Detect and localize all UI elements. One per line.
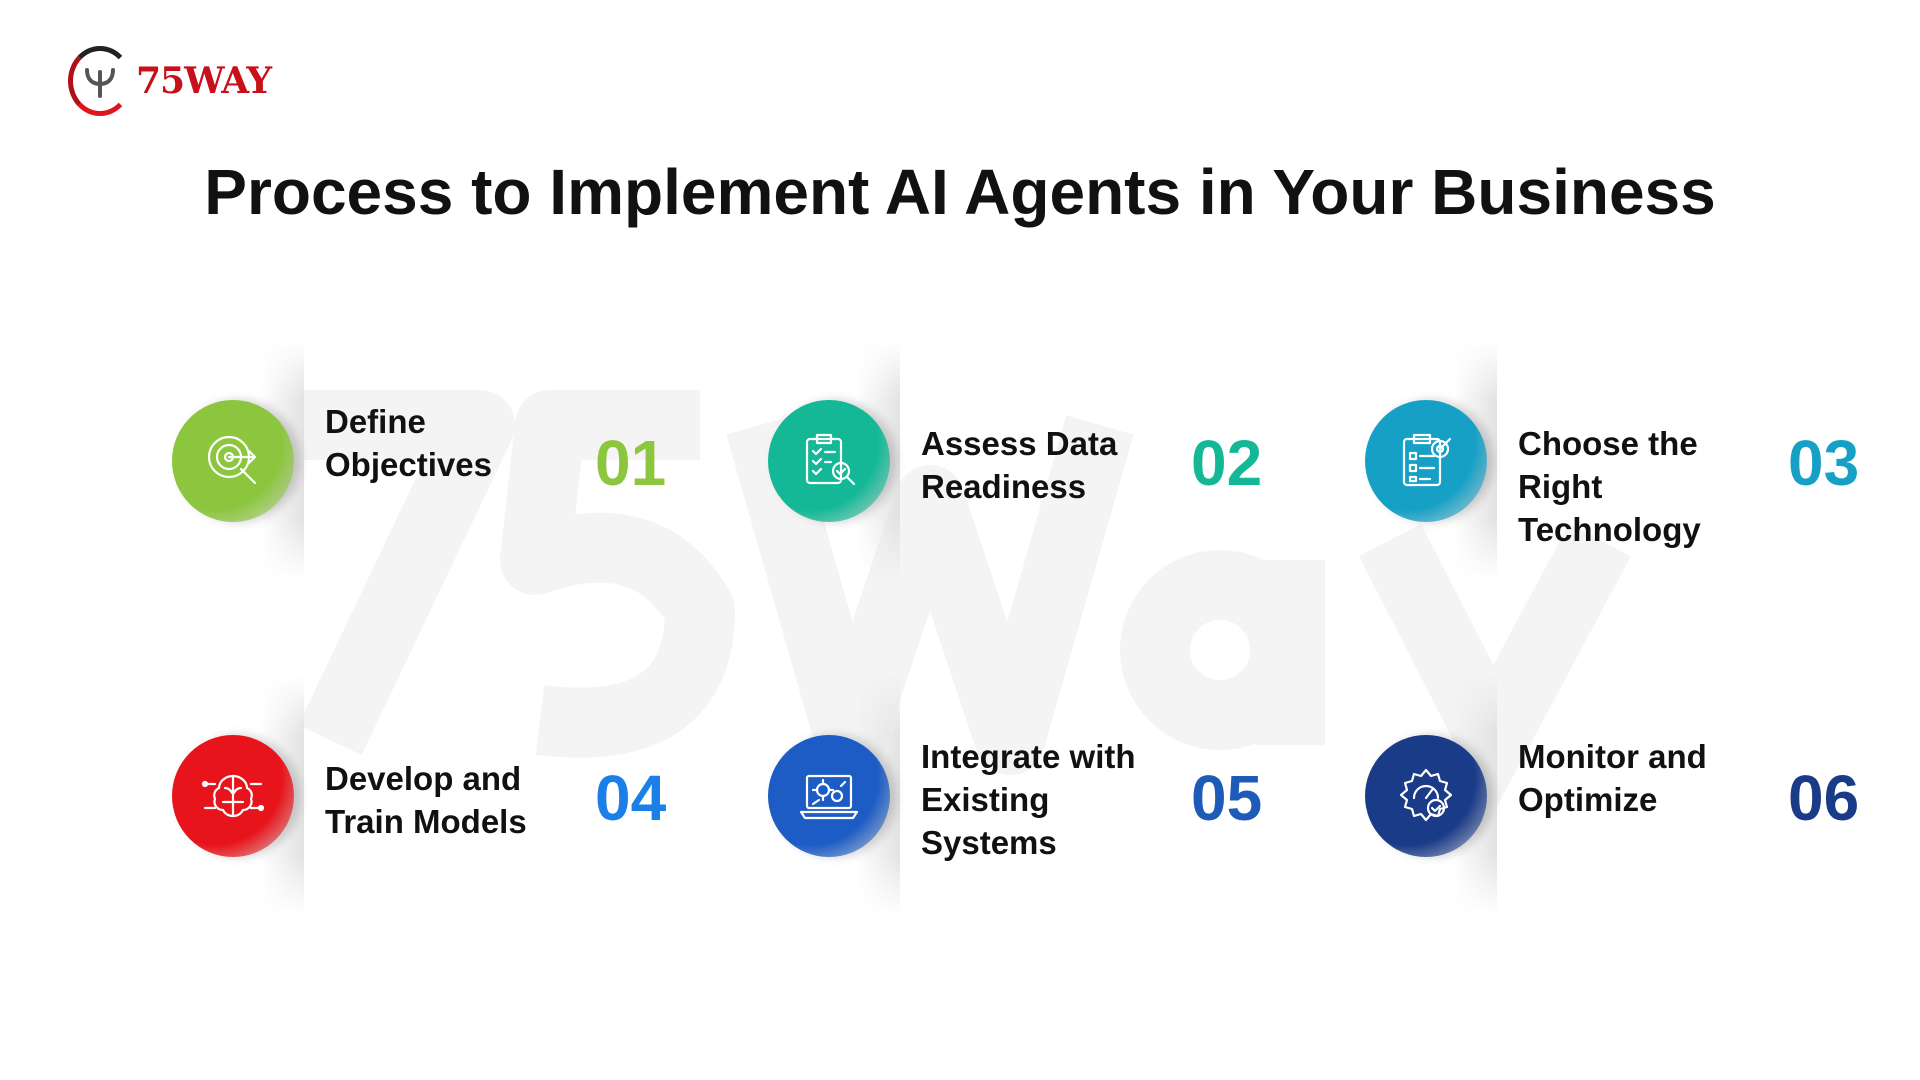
logo-emblem-icon [68,46,132,116]
process-step: Choose the Right Technology 03 [1313,340,1883,590]
step-number: 06 [1788,762,1860,834]
brain-circuit-icon [201,774,265,818]
step-label: Develop and Train Models [325,760,527,840]
step-label: Choose the Right Technology [1518,425,1701,548]
page-title: Process to Implement AI Agents in Your B… [204,156,1716,228]
step-label: Assess Data Readiness [921,425,1118,505]
process-step: Develop and Train Models 04 [120,675,690,925]
step-label: Define Objectives [325,403,492,483]
target-search-icon [207,435,257,485]
gear-gauge-check-icon [1399,768,1453,822]
step-number: 01 [595,427,667,499]
logo-text: 75WAY [136,60,272,102]
logo[interactable]: 75WAY [68,43,272,119]
step-label: Integrate with Existing Systems [921,738,1136,861]
step-number: 05 [1191,762,1263,834]
process-step: Define Objectives 01 [120,340,690,590]
step-label: Monitor and Optimize [1518,738,1707,818]
clipboard-target-icon [1402,433,1452,487]
step-number: 04 [595,762,667,834]
step-number: 03 [1788,427,1860,499]
step-number: 02 [1191,427,1263,499]
checklist-magnifier-icon [805,433,856,486]
step-icon-badge [1365,400,1487,522]
laptop-gears-icon [799,774,859,820]
step-icon-badge [768,735,890,857]
step-icon-badge [172,735,294,857]
process-step: Integrate with Existing Systems 05 [716,675,1286,925]
process-step: Assess Data Readiness 02 [716,340,1286,590]
step-icon-badge [172,400,294,522]
process-step: Monitor and Optimize 06 [1313,675,1883,925]
step-icon-badge [768,400,890,522]
step-icon-badge [1365,735,1487,857]
